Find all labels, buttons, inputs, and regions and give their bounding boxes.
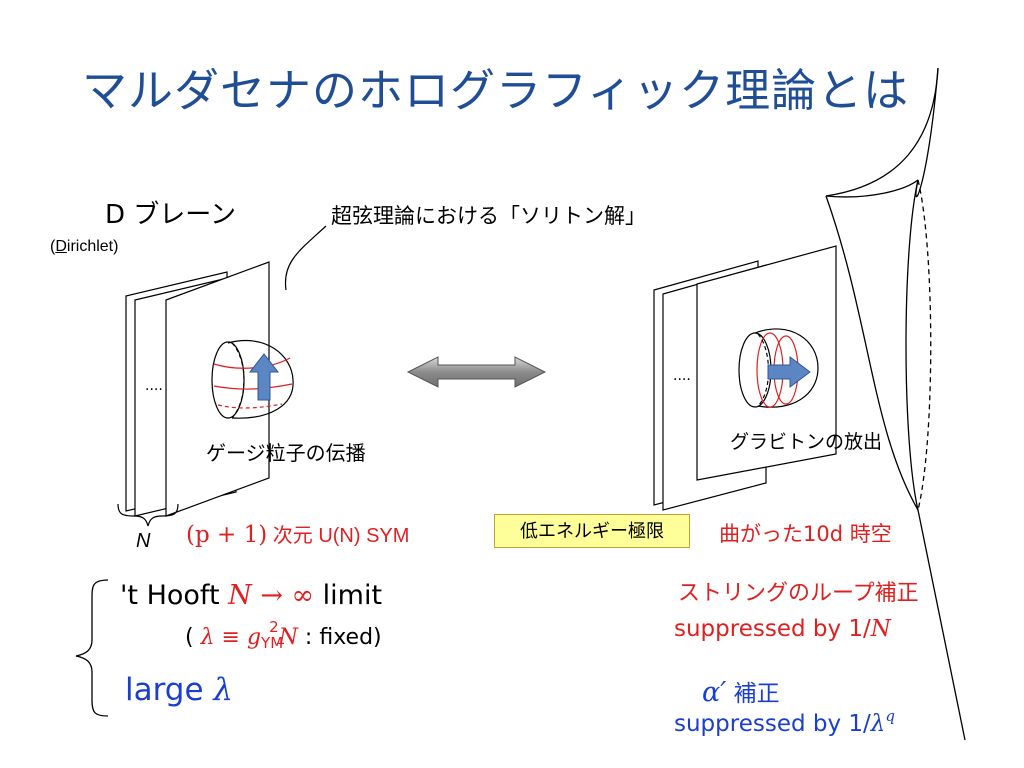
right-brane-stack [653,245,837,511]
suppressed-by-n-line: suppressed by 1/N [674,616,891,642]
thooft-n: N [228,580,252,611]
fixed-lambda: λ ≡ g [200,625,262,650]
thooft-limit-line: 't Hooft N → ∞ limit [120,580,382,611]
tube-outline [754,328,819,408]
large-lambda-line: large λ [125,672,233,708]
fixed-open: ( [185,625,201,650]
supp2-text: suppressed by 1/ [674,711,871,737]
throat-back-curve [915,67,939,198]
supp2-lambda: λ [870,711,886,737]
alpha-prime-correction-label: α′ 補正 [702,674,780,708]
alpha-symbol: α′ [702,677,727,708]
tube-outline [227,340,294,419]
limit-brace [75,579,109,717]
left-brane-stack [125,261,270,517]
left-up-arrow-icon [248,353,280,401]
throat-rim-front [905,179,919,511]
fixed-sub: YM [261,634,284,652]
brane-sheet-front [165,261,270,517]
brane-sheet-front [696,245,837,481]
ads-throat [825,67,966,741]
sym-dimension-math: (p + 1) [186,522,268,548]
soliton-label: 超弦理論における「ソリトン解」 [331,204,646,228]
left-stack-dots: .... [145,378,163,394]
curved-spacetime-label: 曲がった10d 時空 [719,522,892,546]
soliton-callout-line [284,225,327,291]
large-text: large [125,672,214,708]
double-arrow-icon [406,356,547,388]
fixed-sup: 2 [269,618,279,636]
tube-red-loop-2 [213,383,293,390]
n-brace [117,503,179,527]
supp2-q: q [885,707,895,725]
thooft-limit: limit [322,580,383,611]
tube-red-loop-3 [217,403,283,409]
throat-bottom-curve [917,509,966,741]
supp1-text: suppressed by 1/ [674,616,871,642]
fixed-coupling-line: ( λ ≡ gYM2N : fixed) [185,618,382,652]
thooft-text: 't Hooft [120,580,229,611]
throat-left-curve [825,195,919,511]
tube-end-left [211,341,245,419]
thooft-arrow: → ∞ [251,580,323,611]
fixed-n: N [278,625,298,650]
supp1-n: N [870,616,891,642]
sym-text: 次元 U(N) SYM [267,525,410,547]
suppressed-by-lambda-line: suppressed by 1/λq [674,707,895,737]
throat-rim-back [917,179,932,511]
throat-lower-curve [825,179,919,198]
n-label: N [136,530,151,552]
right-stack-dots: .... [673,368,691,384]
page-title: マルダセナのホログラフィック理論とは [82,64,910,117]
string-loop-correction-label: ストリングのループ補正 [678,581,919,606]
dirichlet-rest: irichlet) [66,238,119,255]
alpha-text: 補正 [726,681,780,707]
large-lambda: λ [213,672,234,708]
graviton-emission-label: グラビトンの放出 [730,431,883,453]
dbrane-label: D ブレーン [105,200,236,230]
tube-dashed-back [231,342,245,419]
dirichlet-label: (Dirichlet) [50,238,118,256]
low-energy-limit-box: 低エネルギー極限 [494,514,690,548]
dirichlet-open: ( [50,238,56,255]
fixed-close: : fixed) [297,625,382,650]
sym-label: (p + 1) 次元 U(N) SYM [186,519,409,548]
right-arrow-icon [767,356,811,388]
dirichlet-initial: D [55,238,67,255]
gauge-propagation-label: ゲージ粒子の伝播 [206,441,366,465]
left-string-tube [211,340,294,419]
